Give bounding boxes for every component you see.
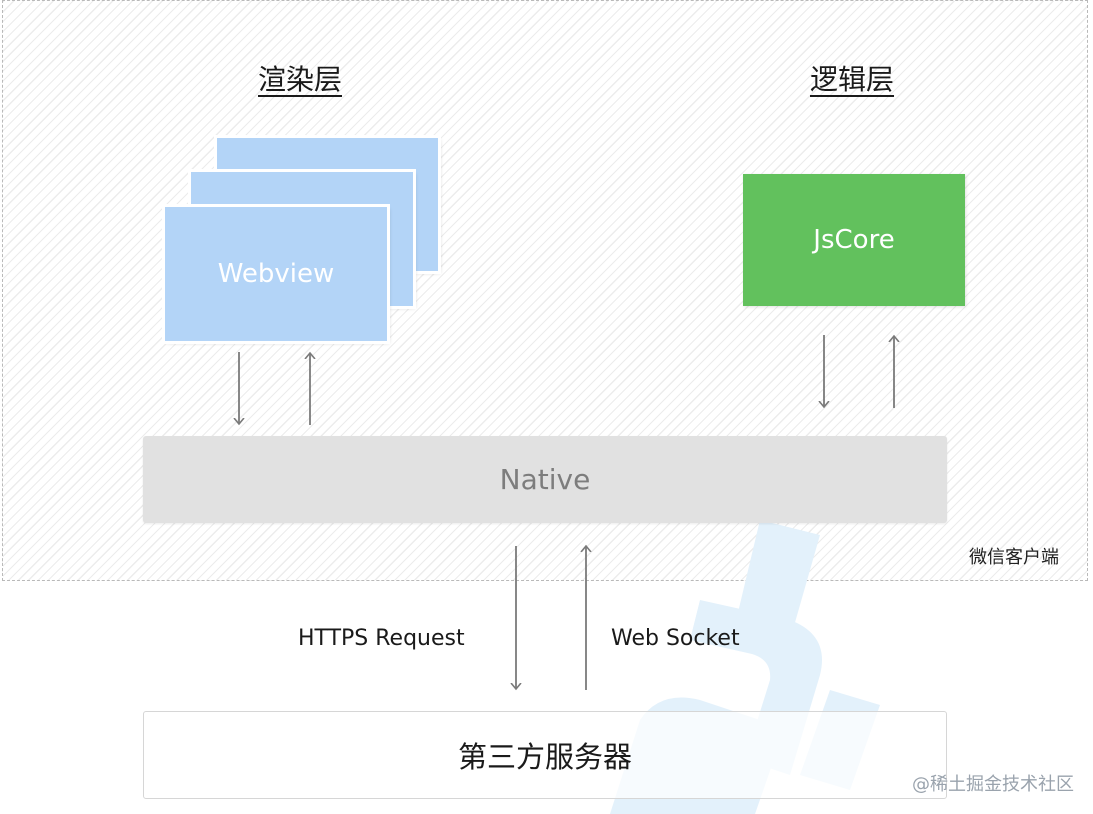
webview-card-front: Webview — [165, 207, 387, 341]
native-bar: Native — [143, 436, 947, 523]
wechat-client-label: 微信客户端 — [969, 547, 1059, 568]
https-request-label: HTTPS Request — [298, 626, 465, 651]
watermark-text: @稀土掘金技术社区 — [912, 774, 1074, 795]
webview-label: Webview — [217, 259, 335, 289]
third-party-server-label: 第三方服务器 — [457, 740, 632, 774]
jscore-box: JsCore — [743, 174, 965, 306]
native-label: Native — [499, 463, 591, 496]
render-layer-title: 渲染层 — [258, 63, 343, 96]
jscore-label: JsCore — [813, 225, 895, 255]
logic-layer-title: 逻辑层 — [810, 63, 895, 96]
third-party-server-box: 第三方服务器 — [143, 711, 947, 799]
web-socket-label: Web Socket — [611, 626, 740, 651]
